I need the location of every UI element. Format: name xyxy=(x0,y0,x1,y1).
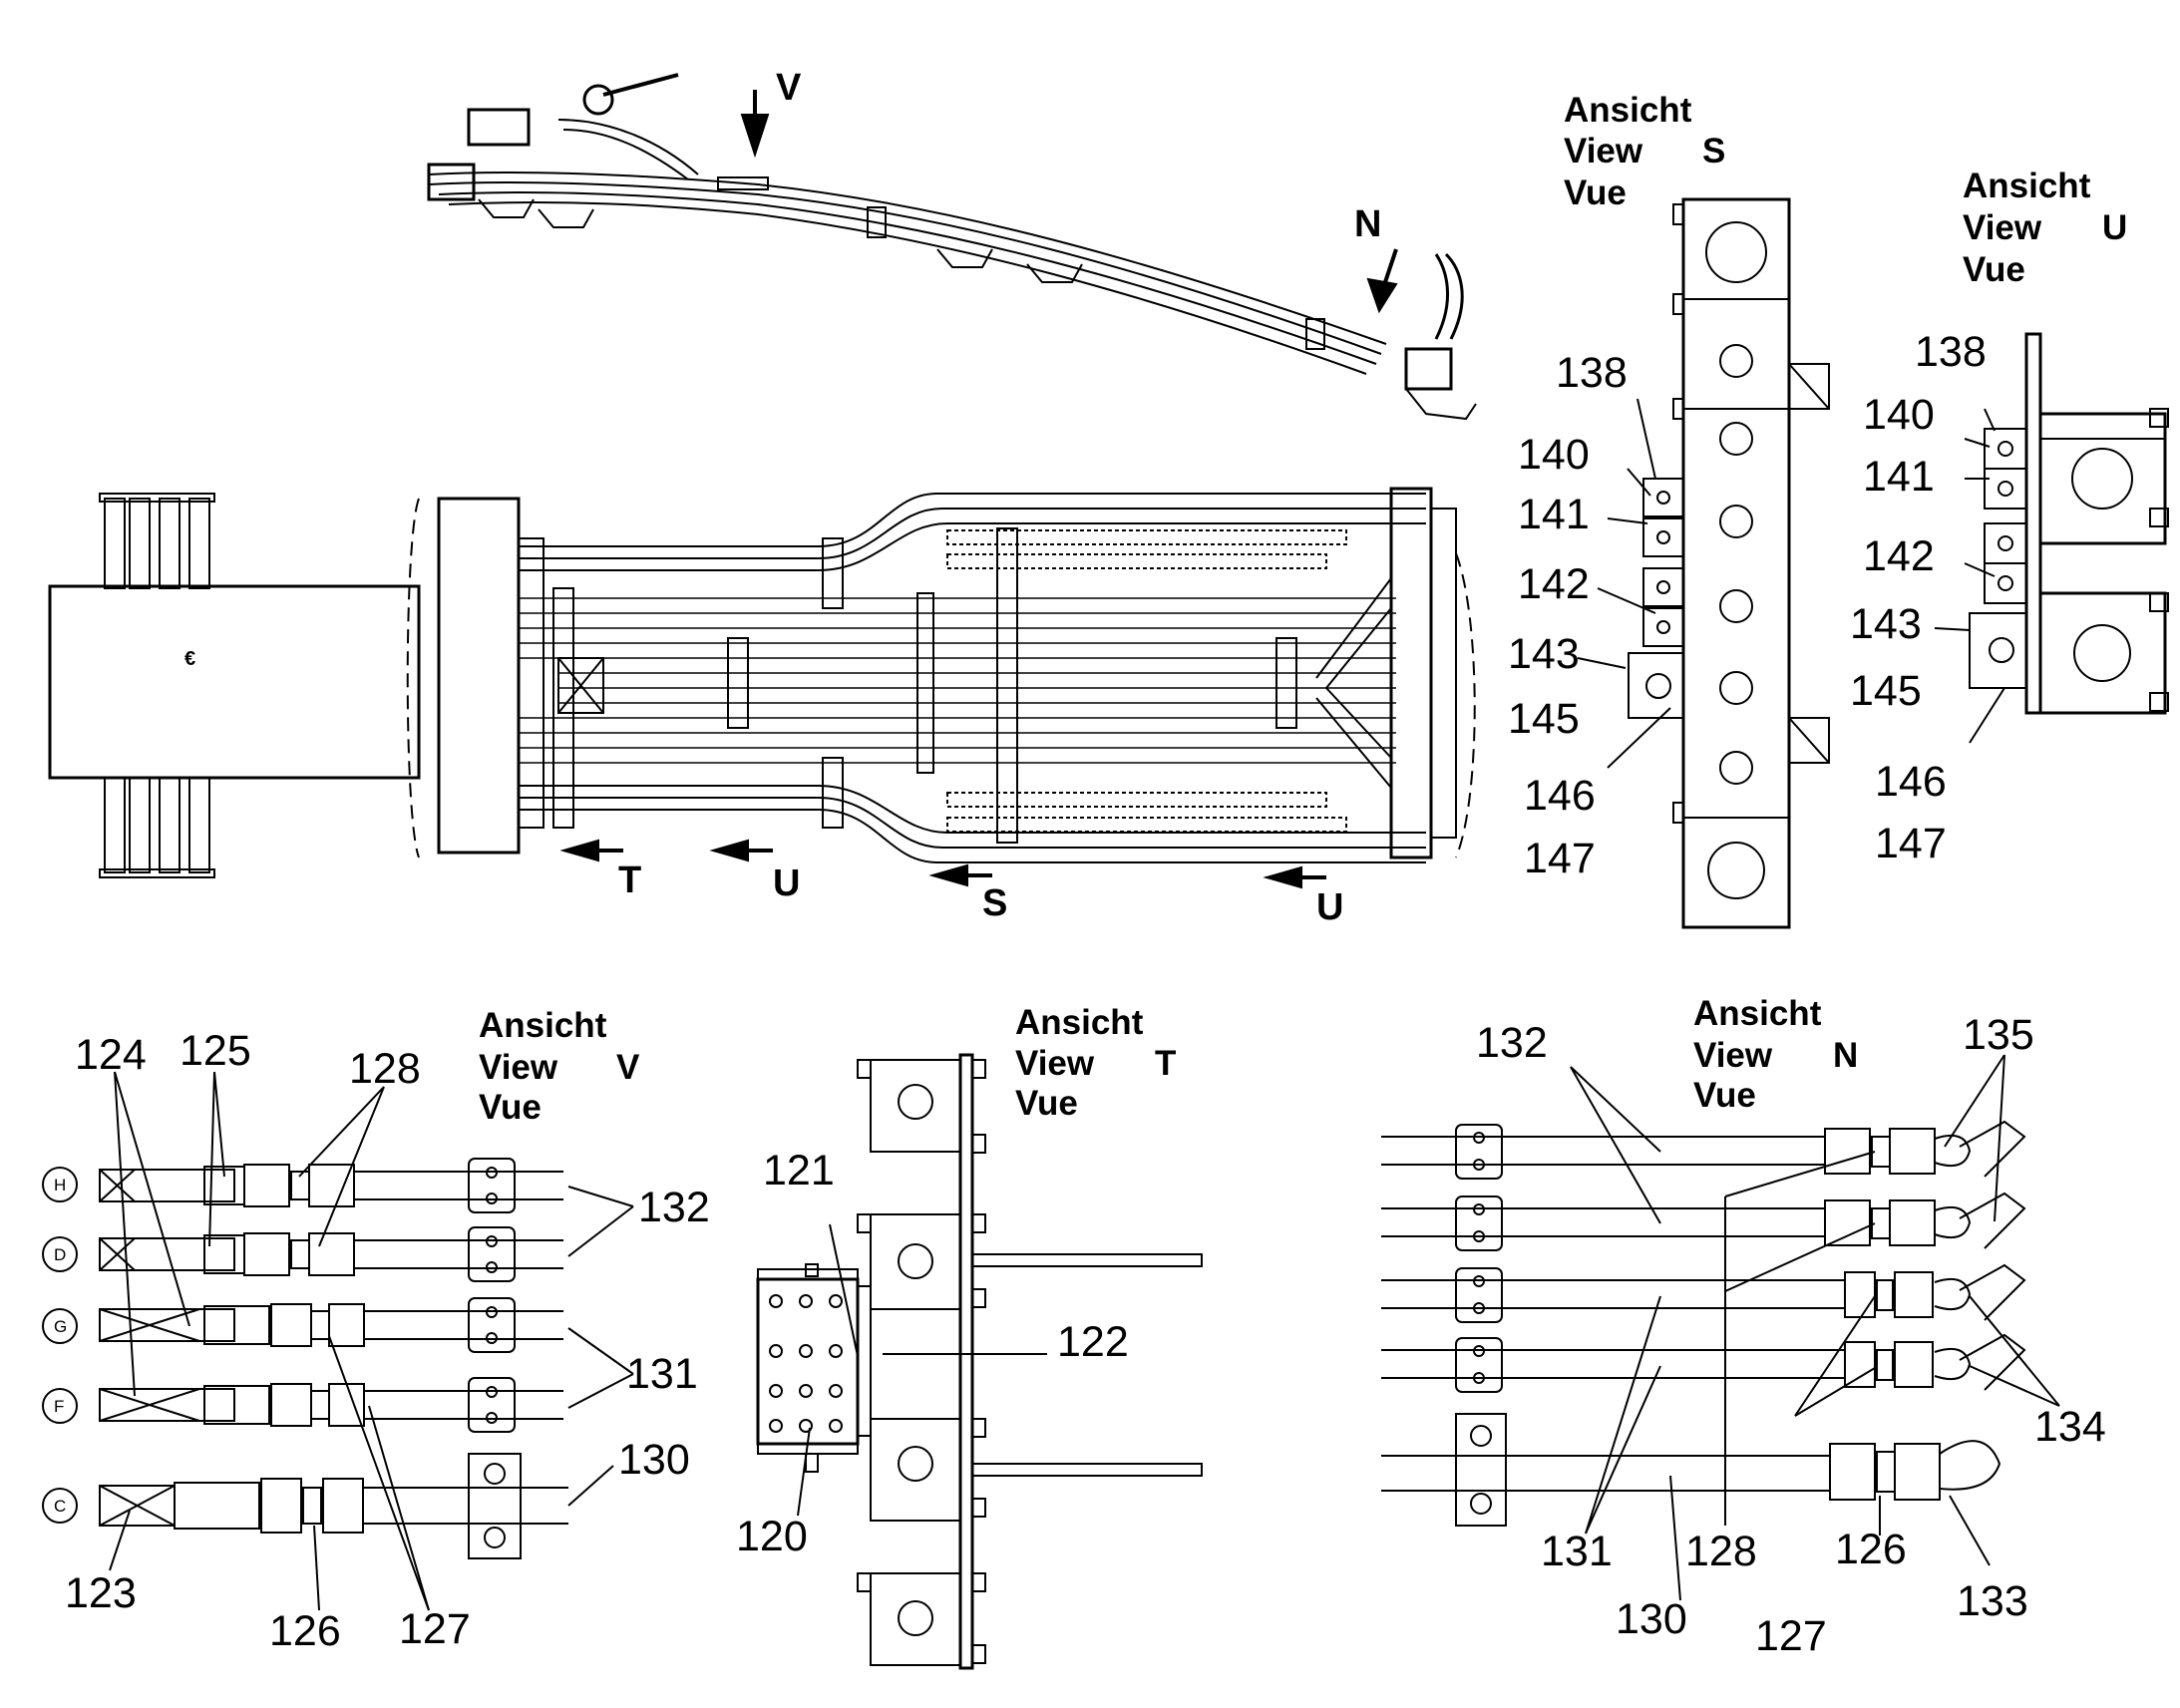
view-t-letter: T xyxy=(1155,1044,1176,1083)
view-v-label-128: 128 xyxy=(349,1045,421,1093)
view-u-label-140: 140 xyxy=(1863,391,1935,439)
arrow-s-label: S xyxy=(982,882,1007,924)
view-s-label-141: 141 xyxy=(1518,491,1590,538)
view-n-letter: N xyxy=(1833,1036,1858,1075)
view-t-vue: Vue xyxy=(1015,1084,1078,1123)
view-u-label-147: 147 xyxy=(1875,820,1947,867)
view-s-vue: Vue xyxy=(1564,173,1627,212)
view-n-label-126: 126 xyxy=(1835,1526,1907,1573)
view-s-label-140: 140 xyxy=(1518,431,1590,479)
arrow-u-2-label: U xyxy=(1316,886,1343,928)
view-v-ansicht: Ansicht xyxy=(479,1006,607,1045)
view-s: Ansicht View S Vue xyxy=(1508,91,1830,929)
view-n-label-135: 135 xyxy=(1963,1011,2034,1059)
view-u-label-143: 143 xyxy=(1850,600,1922,648)
side-view-boom xyxy=(427,73,1477,421)
arrow-v-label: V xyxy=(776,67,802,109)
view-t: Ansicht View T Vue xyxy=(736,1003,1203,1670)
view-v-view: View xyxy=(479,1048,558,1087)
arrow-s: S xyxy=(928,863,1007,924)
view-u: Ansicht View U Vue 138 140 141 142 143 1… xyxy=(1850,167,2169,867)
view-t-label-120: 120 xyxy=(736,1513,808,1560)
view-v-letter: V xyxy=(616,1048,640,1087)
view-s-label-142: 142 xyxy=(1518,560,1590,608)
view-t-label-122: 122 xyxy=(1057,1318,1129,1366)
view-v-label-132: 132 xyxy=(638,1184,710,1231)
circle-label-h: H xyxy=(54,1176,66,1195)
arrow-n-label: N xyxy=(1354,203,1381,245)
view-n-label-131: 131 xyxy=(1541,1528,1613,1575)
view-v-label-130: 130 xyxy=(618,1436,690,1484)
arrow-u-1-label: U xyxy=(773,862,800,904)
view-u-label-142: 142 xyxy=(1863,532,1935,580)
centerline-symbol: € xyxy=(184,648,195,670)
view-u-ansicht: Ansicht xyxy=(1963,167,2091,205)
view-n-label-130: 130 xyxy=(1616,1595,1687,1643)
view-v-label-125: 125 xyxy=(180,1027,251,1075)
view-v-label-123: 123 xyxy=(65,1569,137,1617)
view-u-label-146: 146 xyxy=(1875,758,1947,806)
view-s-view: View xyxy=(1564,132,1643,171)
view-v-label-126: 126 xyxy=(269,1607,341,1655)
view-s-letter: S xyxy=(1702,132,1725,171)
view-n-label-133: 133 xyxy=(1957,1577,2028,1625)
view-n-vue: Vue xyxy=(1693,1076,1756,1115)
view-u-letter: U xyxy=(2102,208,2127,247)
view-v-label-131: 131 xyxy=(626,1350,698,1398)
view-n-label-132: 132 xyxy=(1476,1019,1548,1067)
view-n-view: View xyxy=(1693,1036,1773,1075)
view-t-view: View xyxy=(1015,1044,1095,1083)
view-s-ansicht: Ansicht xyxy=(1564,91,1692,130)
view-s-label-145: 145 xyxy=(1508,695,1580,743)
arrow-t-label: T xyxy=(618,859,641,901)
arrow-u-2: U xyxy=(1263,865,1343,928)
circle-label-d: D xyxy=(54,1245,66,1264)
circle-label-g: G xyxy=(54,1317,67,1336)
view-v-label-124: 124 xyxy=(75,1031,147,1079)
view-u-label-138: 138 xyxy=(1915,328,1987,376)
view-u-vue: Vue xyxy=(1963,250,2025,289)
view-n-label-128: 128 xyxy=(1685,1528,1757,1575)
view-s-label-143: 143 xyxy=(1508,630,1580,678)
view-s-label-146: 146 xyxy=(1524,772,1596,820)
arrow-n: N xyxy=(1354,203,1398,314)
plan-view-boom: € xyxy=(48,487,1476,878)
view-u-label-141: 141 xyxy=(1863,453,1935,501)
view-n-label-127: 127 xyxy=(1755,1612,1827,1660)
view-t-label-121: 121 xyxy=(763,1147,835,1195)
arrow-u-1: U xyxy=(709,839,800,904)
view-u-view: View xyxy=(1963,208,2042,247)
view-n-ansicht: Ansicht xyxy=(1693,994,1822,1033)
view-s-label-138: 138 xyxy=(1556,349,1628,397)
view-n-label-134: 134 xyxy=(2034,1403,2106,1451)
view-v: Ansicht View V Vue H D G F C xyxy=(42,1006,710,1655)
view-s-label-147: 147 xyxy=(1524,835,1596,882)
view-u-label-145: 145 xyxy=(1850,667,1922,715)
view-v-vue: Vue xyxy=(479,1088,542,1127)
arrow-t: T xyxy=(559,839,641,901)
circle-label-c: C xyxy=(54,1497,66,1516)
circle-label-f: F xyxy=(54,1397,64,1416)
view-t-ansicht: Ansicht xyxy=(1015,1003,1144,1042)
view-n: Ansicht View N Vue xyxy=(1381,994,2106,1660)
arrow-v: V xyxy=(740,67,802,159)
view-v-label-127: 127 xyxy=(399,1605,471,1653)
